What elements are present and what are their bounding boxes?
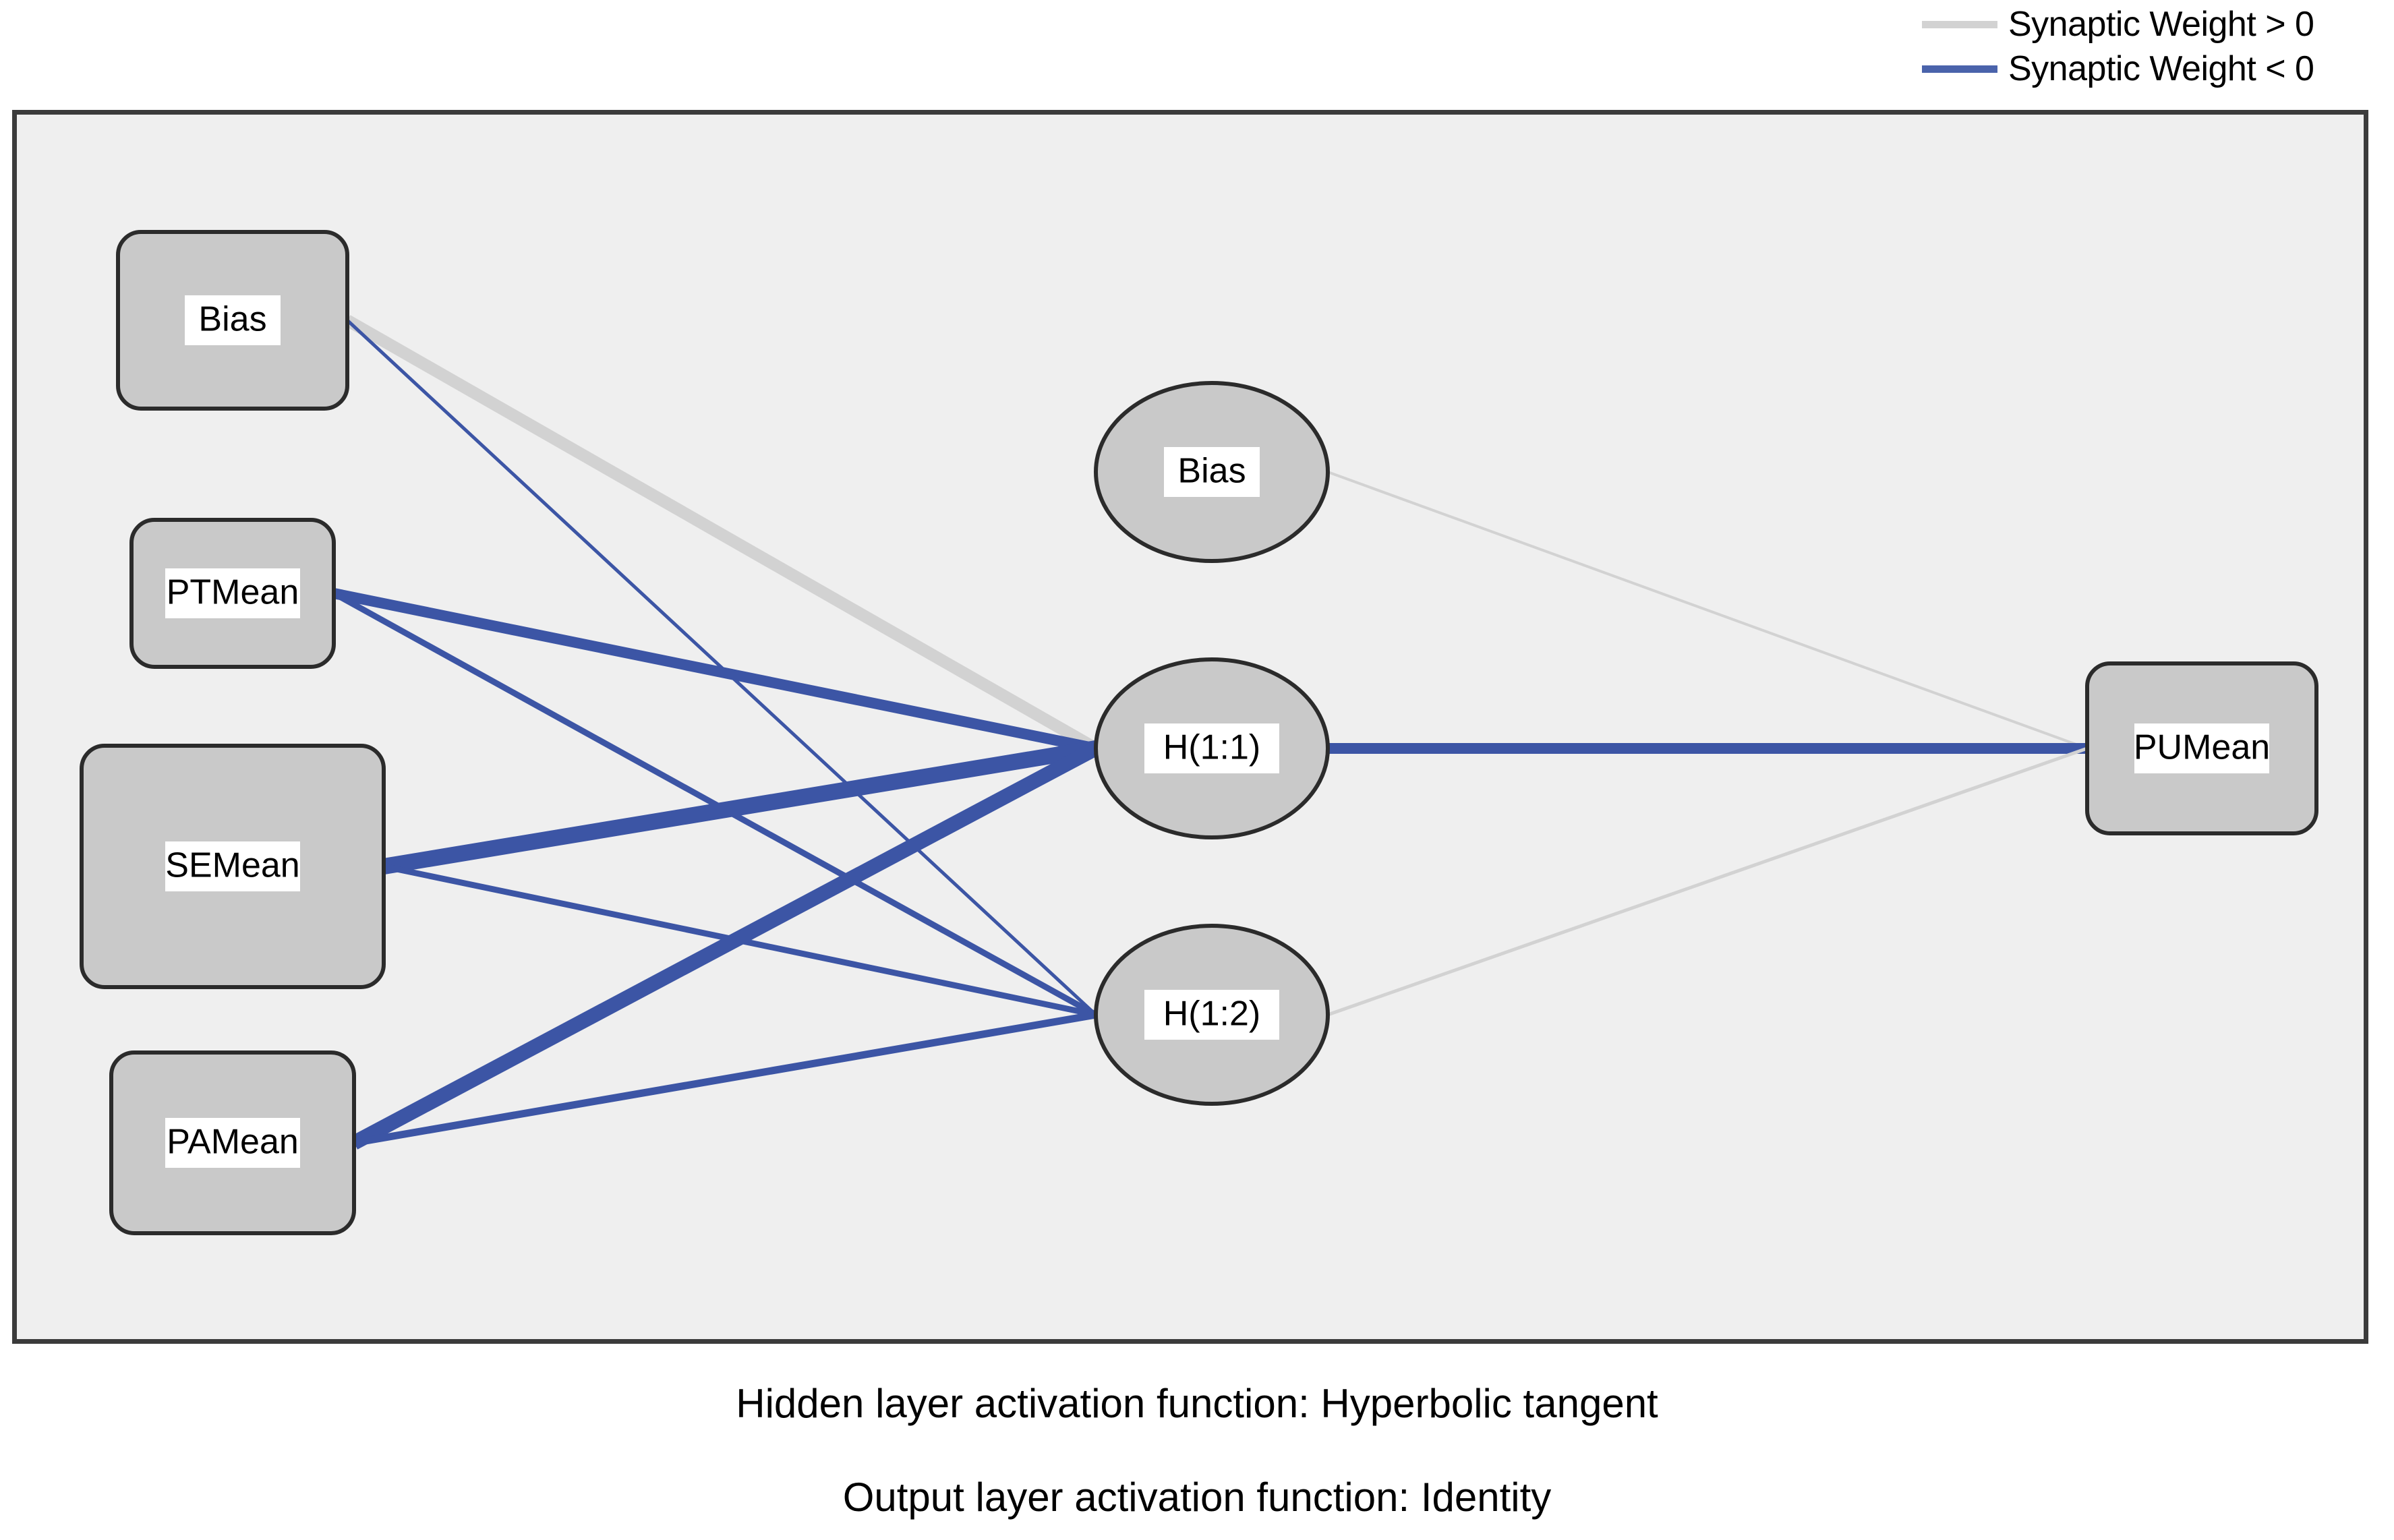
node-label: PUMean — [2134, 728, 2270, 767]
captions: Hidden layer activation function: Hyperb… — [0, 1345, 2394, 1520]
legend-label-positive: Synaptic Weight > 0 — [2008, 5, 2314, 44]
edge-in_pa-to-h_1 — [350, 742, 1100, 1150]
node-label-background — [1144, 990, 1279, 1040]
node-label-background — [185, 295, 281, 345]
edge-h_bias-to-out_pu — [1327, 471, 2088, 750]
legend-label-negative: Synaptic Weight < 0 — [2008, 49, 2314, 88]
node-in_se[interactable]: SEMean — [80, 744, 386, 989]
edge-in_bias-to-h_1 — [344, 315, 1099, 754]
node-label: SEMean — [165, 846, 299, 885]
node-in_pa[interactable]: PAMean — [109, 1050, 356, 1235]
node-label: H(1:2) — [1163, 995, 1260, 1034]
node-out_pu[interactable]: PUMean — [2085, 661, 2318, 835]
node-label-background — [165, 841, 300, 891]
hidden-activation-caption: Hidden layer activation function: Hyperb… — [736, 1381, 1658, 1426]
node-in_pt[interactable]: PTMean — [129, 518, 336, 669]
edge-in_pa-to-h_2 — [353, 1011, 1097, 1147]
node-label: PTMean — [167, 573, 299, 612]
node-label-background — [2134, 723, 2269, 773]
edge-in_se-to-h_1 — [382, 740, 1097, 875]
legend-item-positive: Synaptic Weight > 0 — [1922, 5, 2394, 43]
node-label-background — [1144, 723, 1279, 773]
node-label: Bias — [1177, 452, 1246, 491]
node-label: Bias — [198, 300, 266, 339]
output-activation-caption: Output layer activation function: Identi… — [842, 1475, 1552, 1520]
edge-in_pt-to-h_1 — [332, 588, 1097, 754]
edges-layer — [332, 315, 2088, 1150]
node-h_1[interactable]: H(1:1) — [1094, 657, 1330, 839]
negative-weight-swatch — [1922, 65, 1997, 73]
edge-h_2-to-out_pu — [1327, 746, 2088, 1017]
node-label: PAMean — [167, 1123, 299, 1162]
node-label-background — [165, 568, 300, 618]
node-label: H(1:1) — [1163, 728, 1260, 767]
node-h_bias[interactable]: Bias — [1094, 381, 1330, 563]
positive-weight-swatch — [1922, 20, 1997, 28]
node-in_bias[interactable]: Bias — [116, 230, 349, 411]
node-label-background — [165, 1118, 300, 1168]
node-label-background — [1164, 447, 1260, 497]
legend-item-negative: Synaptic Weight < 0 — [1922, 50, 2394, 88]
node-h_2[interactable]: H(1:2) — [1094, 924, 1330, 1106]
legend: Synaptic Weight > 0 Synaptic Weight < 0 — [1922, 0, 2394, 88]
